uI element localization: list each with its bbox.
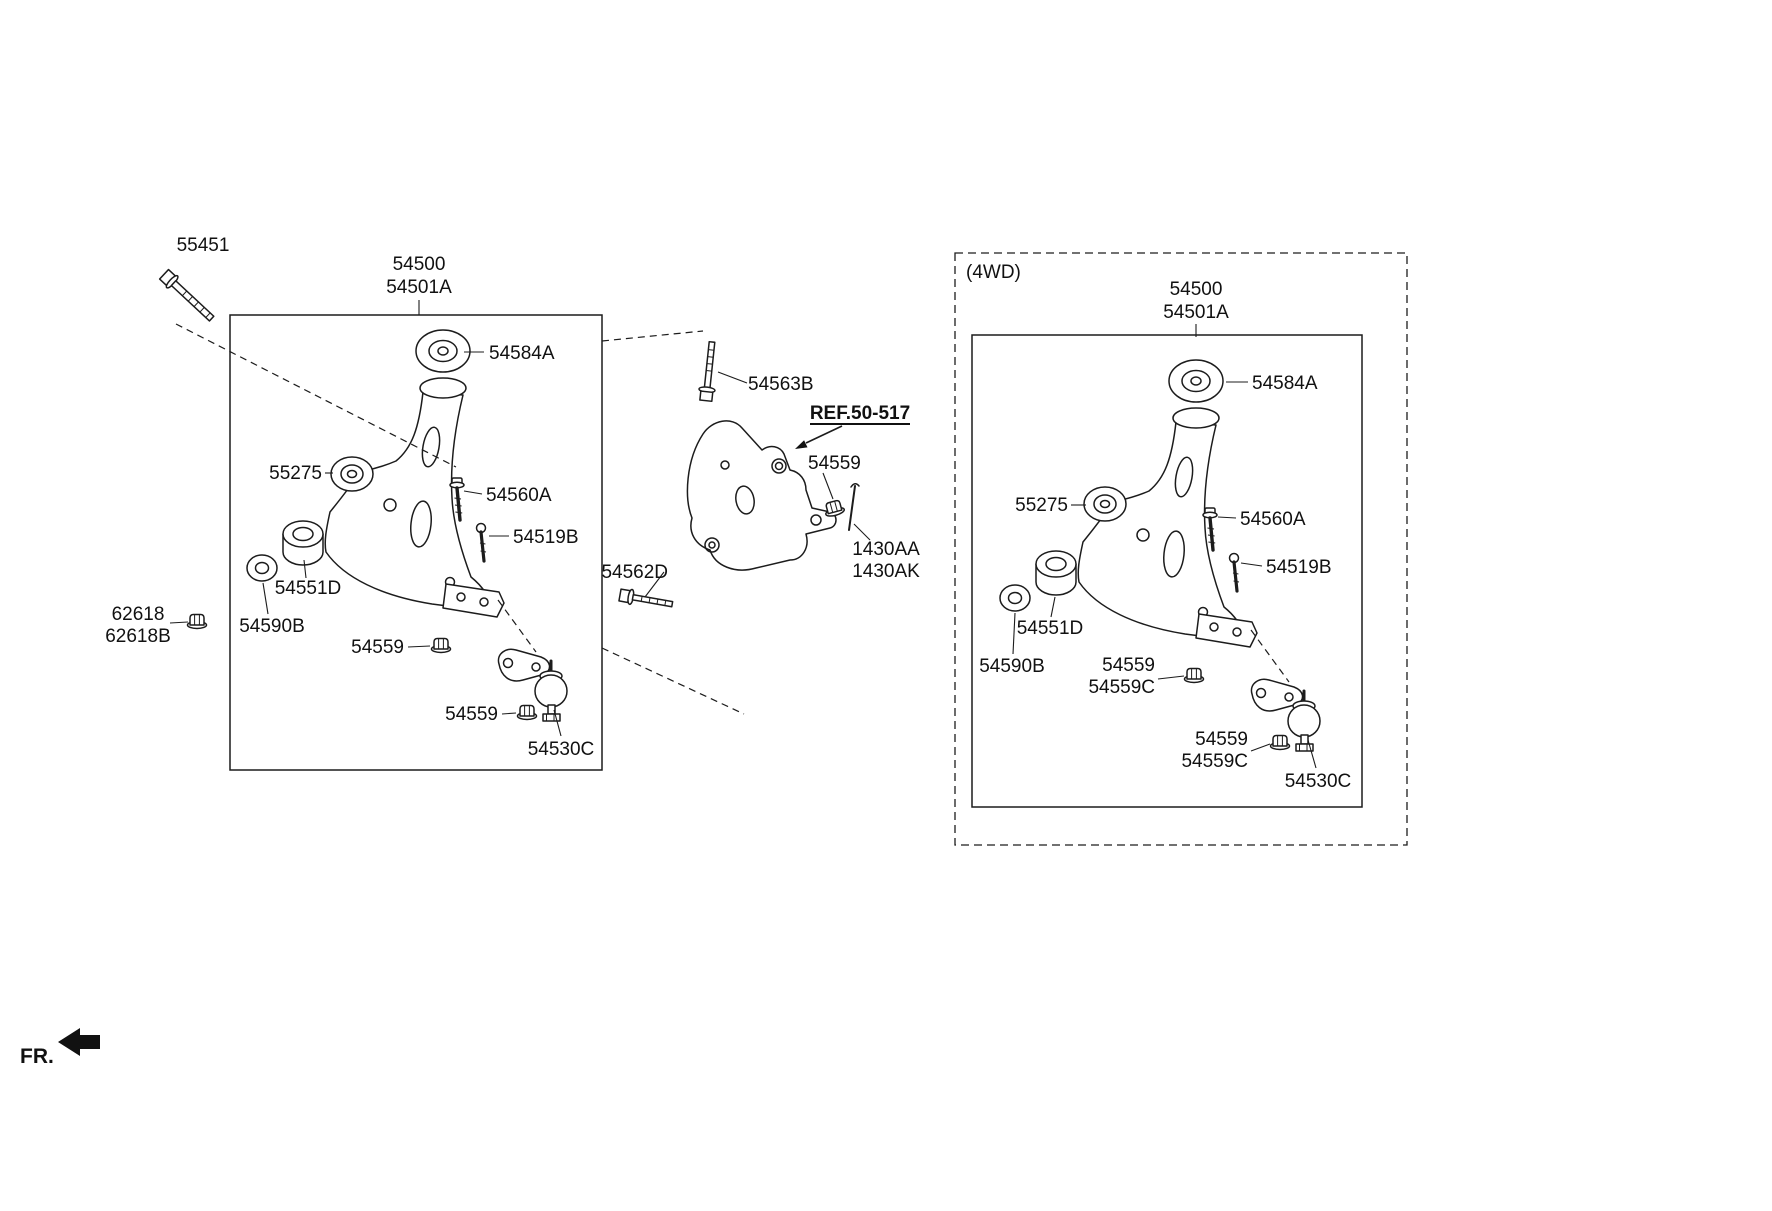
part-label-55275-4wd: 55275: [1015, 495, 1068, 516]
fr-marker: FR.: [20, 1028, 100, 1068]
right-assembly-box: [971, 334, 1363, 808]
pivot-nut-62618: [186, 613, 208, 630]
part-label-54530C-4wd: 54530C: [1285, 771, 1352, 792]
part-label-62618B: 62618B: [105, 626, 171, 647]
leader-lines: [169, 300, 1317, 769]
part-label-54551D: 54551D: [275, 578, 342, 599]
pivot-bolt-55451: [158, 268, 215, 322]
ref-arrow: [795, 423, 910, 449]
part-label-55275: 55275: [269, 463, 322, 484]
part-label-54560A-4wd: 54560A: [1240, 509, 1306, 530]
part-label-54559-knuckle: 54559: [808, 453, 861, 474]
part-label-54500-4wd: 54500: [1170, 279, 1223, 300]
part-label-54559-bj-4wd: 54559: [1195, 729, 1248, 750]
part-label-54500: 54500: [393, 254, 446, 275]
lower-control-arm-left: [247, 330, 567, 721]
left-assembly-box: [229, 314, 603, 771]
ref-label: REF.50-517: [810, 403, 910, 424]
lower-control-arm-4wd: [1000, 360, 1320, 751]
part-label-1430AK: 1430AK: [852, 561, 920, 582]
fr-direction-arrow: [58, 1028, 100, 1056]
split-pin-1430: [848, 483, 860, 531]
part-label-54590B-4wd: 54590B: [979, 656, 1045, 677]
part-label-54560A: 54560A: [486, 485, 552, 506]
part-label-54501A-4wd: 54501A: [1163, 302, 1229, 323]
steering-knuckle: [686, 420, 837, 571]
assembly-guides-left: [175, 323, 745, 715]
right-4wd-box: [954, 252, 1408, 846]
part-label-54584A-4wd: 54584A: [1252, 373, 1318, 394]
variant-label-4wd: (4WD): [966, 262, 1021, 283]
part-label-54590B: 54590B: [239, 616, 305, 637]
fr-label: FR.: [20, 1045, 54, 1068]
part-label-54559-arm: 54559: [351, 637, 404, 658]
part-label-62618: 62618: [112, 604, 165, 625]
part-label-54530C: 54530C: [528, 739, 595, 760]
part-label-55451: 55451: [177, 235, 230, 256]
knuckle-bolt-54563B: [698, 340, 716, 403]
part-label-54519B-4wd: 54519B: [1266, 557, 1332, 578]
part-label-54562D: 54562D: [601, 562, 668, 583]
part-label-54559C-arm-4wd: 54559C: [1088, 677, 1155, 698]
part-label-54519B: 54519B: [513, 527, 579, 548]
part-label-54551D-4wd: 54551D: [1017, 618, 1084, 639]
part-label-54559C-bj-4wd: 54559C: [1181, 751, 1248, 772]
part-labels: 55451 54500 54501A 54584A 55275 54560A 5…: [105, 235, 1351, 792]
part-label-54501A: 54501A: [386, 277, 452, 298]
part-label-54563B: 54563B: [748, 374, 814, 395]
part-label-54559-arm-4wd: 54559: [1102, 655, 1155, 676]
knuckle-nut-54559: [822, 498, 846, 519]
part-label-1430AA: 1430AA: [852, 539, 920, 560]
part-label-54584A: 54584A: [489, 343, 555, 364]
part-label-54559-bj: 54559: [445, 704, 498, 725]
knuckle-bolt-54562D: [618, 588, 674, 608]
